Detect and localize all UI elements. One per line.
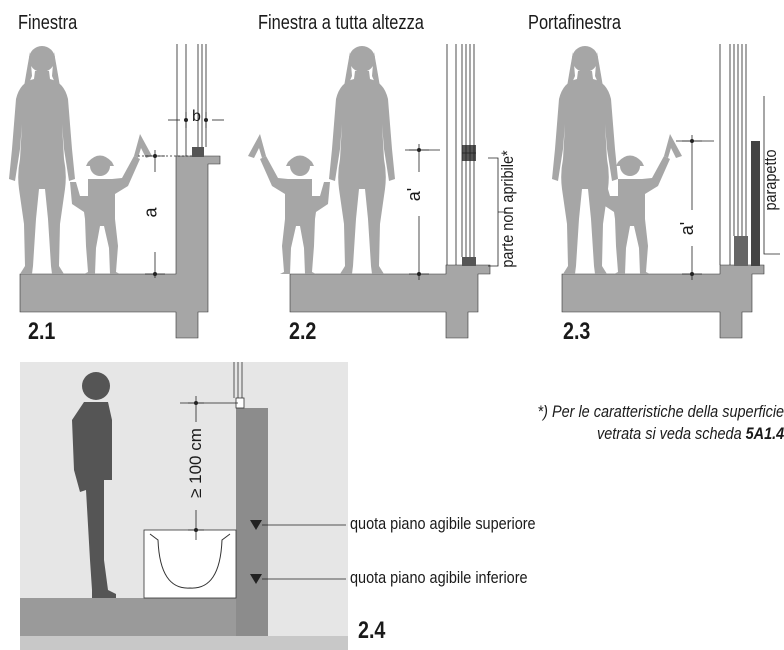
callout-lower-floor: quota piano agibile inferiore <box>350 568 528 587</box>
parte-non-apribile-label: parte non apribile* <box>498 150 517 268</box>
ground-strip <box>20 636 348 650</box>
footnote-line-2: vetrata si veda scheda 5A1.4 <box>597 424 784 444</box>
woman-silhouette <box>329 46 395 274</box>
footnote-reference: 5A1.4 <box>745 424 784 443</box>
floor-slab <box>289 264 491 339</box>
title-portafinestra: Portafinestra <box>528 12 621 34</box>
panel-number-2-4: 2.4 <box>358 617 386 644</box>
level-marker-lower <box>250 574 262 584</box>
panel-number-2-3: 2.3 <box>563 318 591 345</box>
min-height-label: ≥ 100 cm <box>186 428 205 498</box>
man-silhouette <box>72 372 116 598</box>
base-block <box>462 257 476 266</box>
panel-2-4-lines <box>180 396 346 580</box>
dimension-a-prime-label: a' <box>677 221 698 236</box>
panel-number-2-2: 2.2 <box>289 318 317 345</box>
callout-upper-floor: quota piano agibile superiore <box>350 514 536 533</box>
woman-silhouette <box>552 46 618 274</box>
child-silhouette <box>70 134 152 274</box>
level-marker-upper <box>250 520 262 530</box>
dimension-b-label: b <box>192 108 201 125</box>
woman-silhouette <box>9 46 75 274</box>
panel-2-3-drawing <box>552 46 765 339</box>
floor-slab <box>561 264 765 339</box>
panel-2-1-drawing <box>9 46 221 339</box>
parapetto-label: parapetto <box>761 149 780 211</box>
footnote-line-2-text: vetrata si veda scheda <box>596 424 746 443</box>
dimension-a-label: a <box>140 207 161 218</box>
panel-2-4-drawing <box>20 362 348 650</box>
panel-2-2-drawing <box>248 46 491 339</box>
footnote-line-1: *) Per le caratteristiche della superfic… <box>537 402 784 421</box>
child-silhouette <box>248 134 330 274</box>
panel-2-2-lines <box>405 44 505 280</box>
planter-box <box>143 529 237 599</box>
sill-block <box>734 236 748 266</box>
window-sill-block <box>192 147 204 157</box>
dimension-a-prime-label: a' <box>404 187 425 202</box>
panel-number-2-1: 2.1 <box>28 318 56 345</box>
title-finestra-tutta-altezza: Finestra a tutta altezza <box>258 12 424 34</box>
title-finestra: Finestra <box>18 12 78 34</box>
parapet-bar <box>751 141 760 266</box>
